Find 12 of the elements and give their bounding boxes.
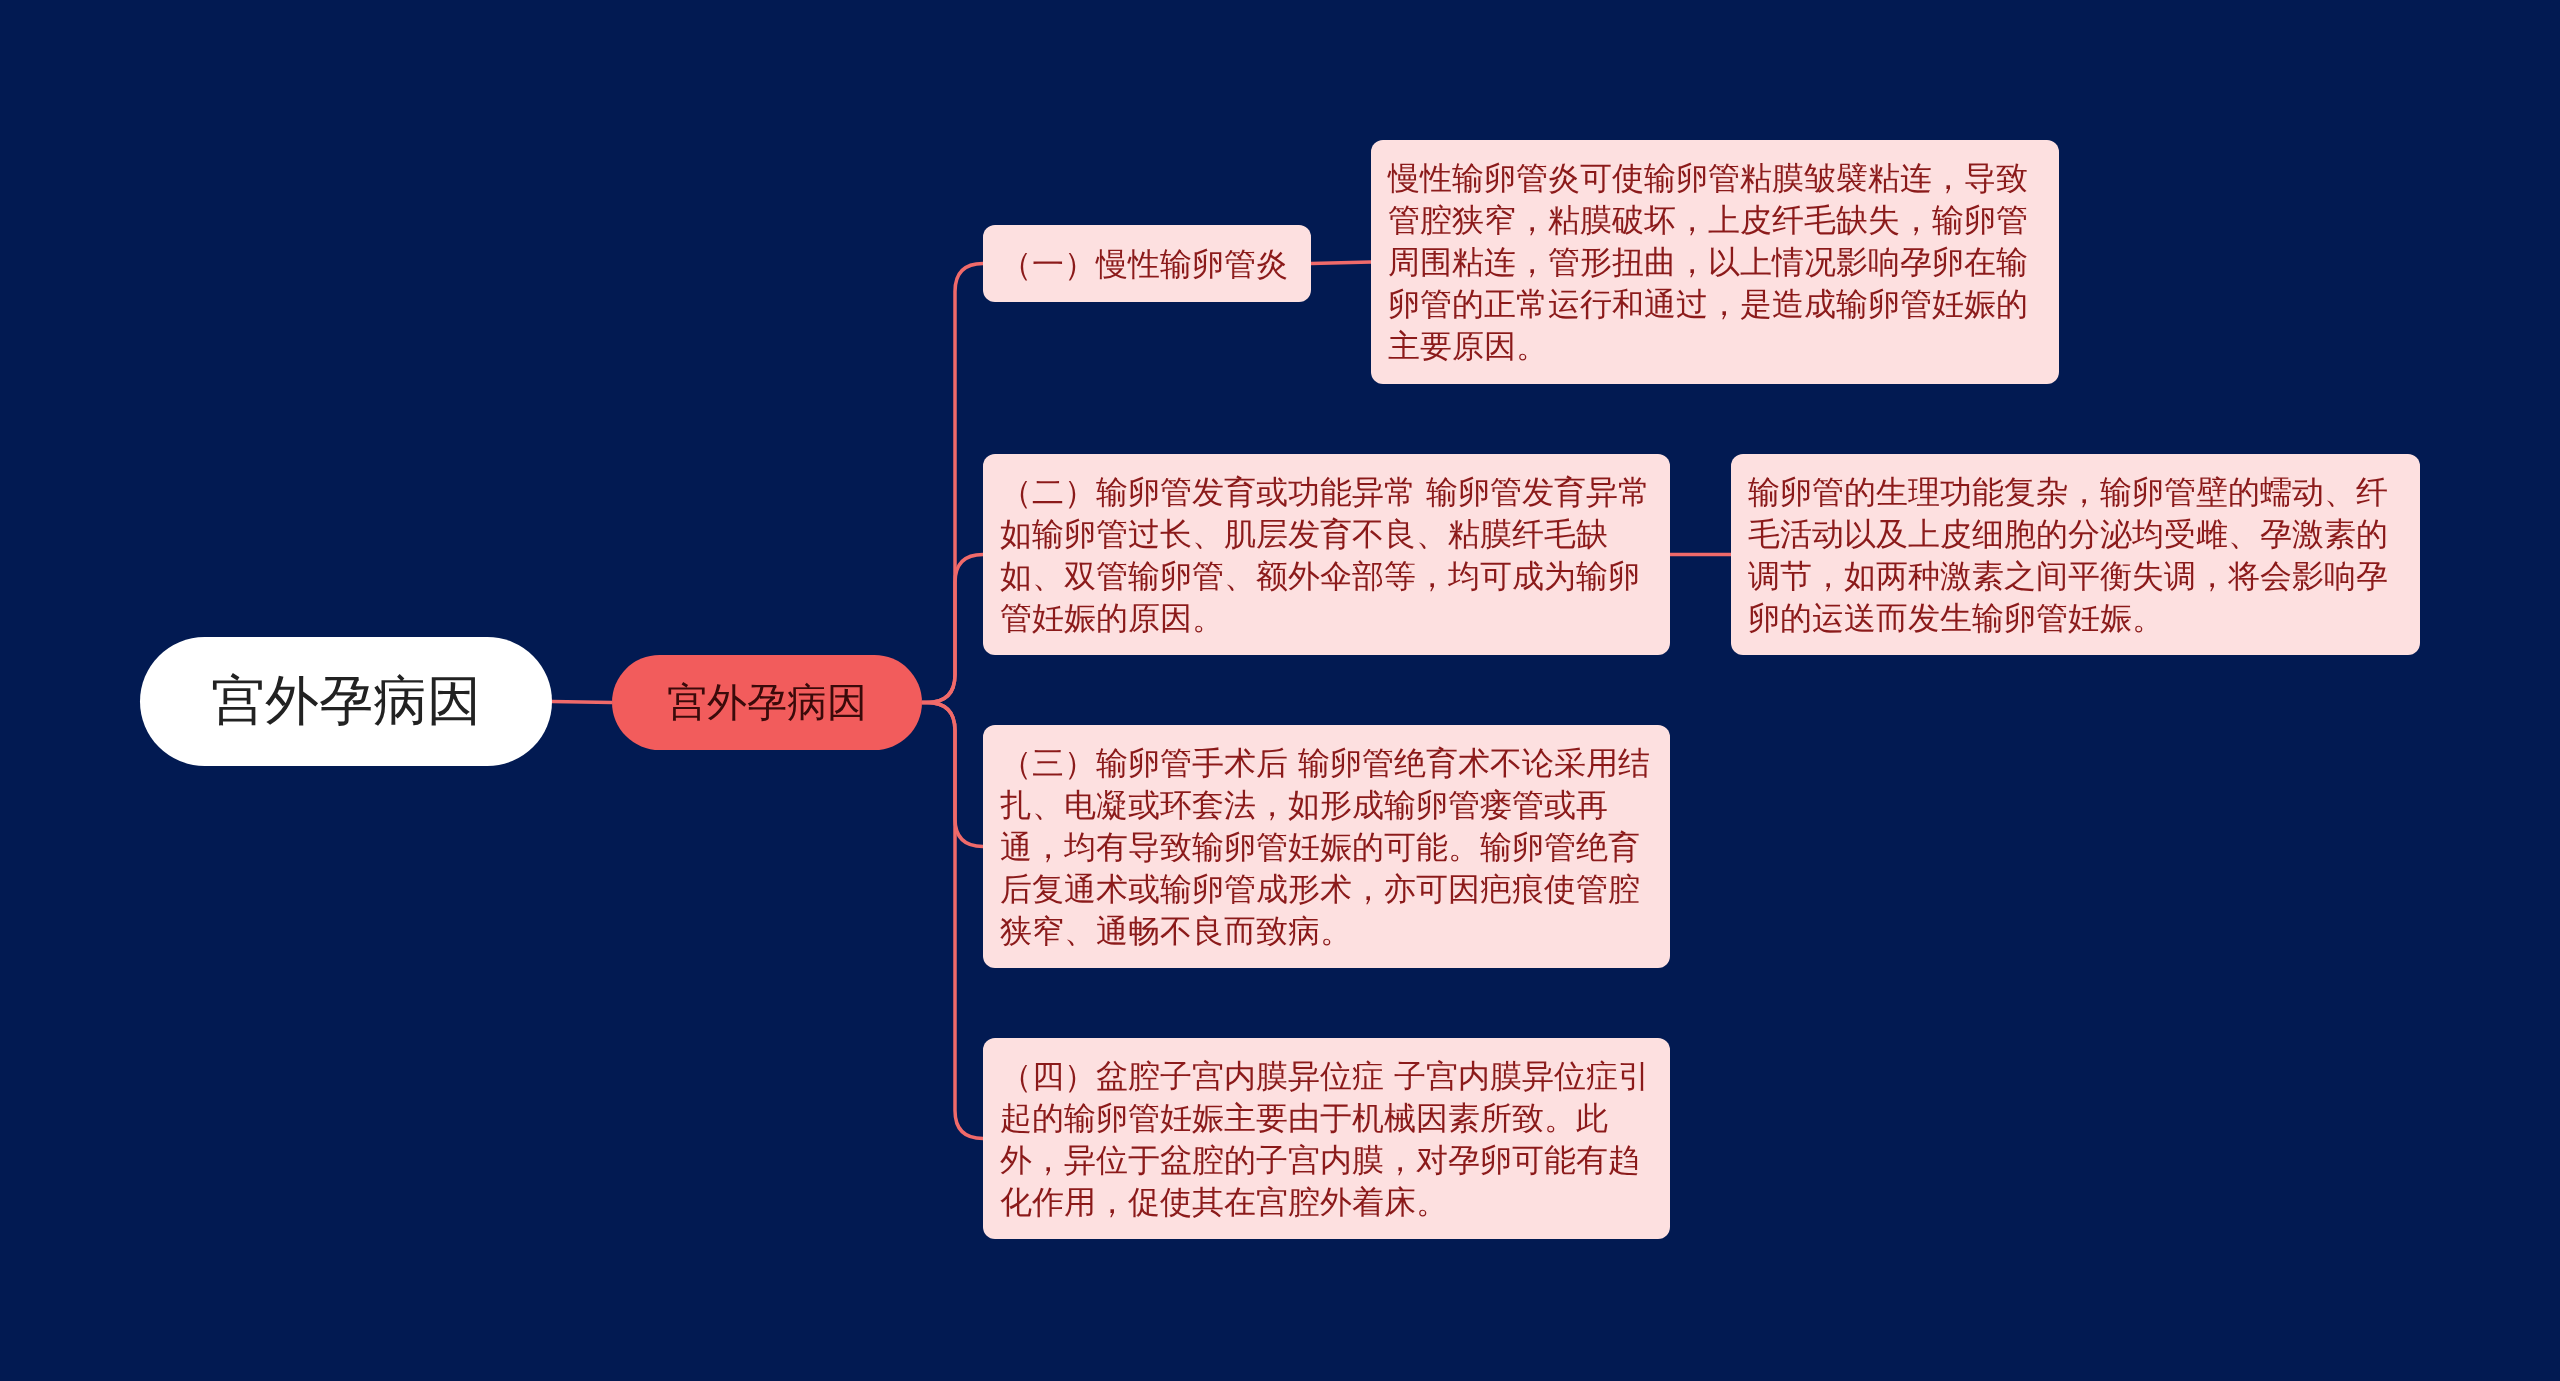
detail-box: 慢性输卵管炎可使输卵管粘膜皱襞粘连，导致管腔狭窄，粘膜破坏，上皮纤毛缺失，输卵管周围粘连，管形扭曲，以上情况影响孕卵在输卵管的正常运行和通过，是造成输卵管妊娠的主要原因。	[1371, 140, 2059, 384]
connector-line	[551, 699, 613, 705]
root-node: 宫外孕病因	[140, 637, 552, 766]
topic-box: （三）输卵管手术后 输卵管绝育术不论采用结扎、电凝或环套法，如形成输卵管瘘管或再通，均有导致输卵管妊娠的可能。输卵管绝育后复通术或输卵管成形术，亦可因疤痕使管腔狭窄、通畅不良而致病。	[983, 725, 1670, 968]
topic-node: 宫外孕病因	[612, 655, 922, 750]
topic-box: （四）盆腔子宫内膜异位症 子宫内膜异位症引起的输卵管妊娠主要由于机械因素所致。此外，异位于盆腔的子宫内膜，对孕卵可能有趋化作用，促使其在宫腔外着床。	[983, 1038, 1670, 1239]
topic-box: （二）输卵管发育或功能异常 输卵管发育异常如输卵管过长、肌层发育不良、粘膜纤毛缺如、双管输卵管、额外伞部等，均可成为输卵管妊娠的原因。	[983, 454, 1670, 655]
connector-line	[1670, 552, 1731, 557]
detail-box: 输卵管的生理功能复杂，输卵管壁的蠕动、纤毛活动以及上皮细胞的分泌均受雌、孕激素的调节，如两种激素之间平衡失调，将会影响孕卵的运送而发生输卵管妊娠。	[1731, 454, 2420, 655]
connector-line	[922, 700, 985, 1141]
topic-box: （一）慢性输卵管炎	[983, 225, 1311, 302]
connector-line	[1310, 260, 1372, 266]
